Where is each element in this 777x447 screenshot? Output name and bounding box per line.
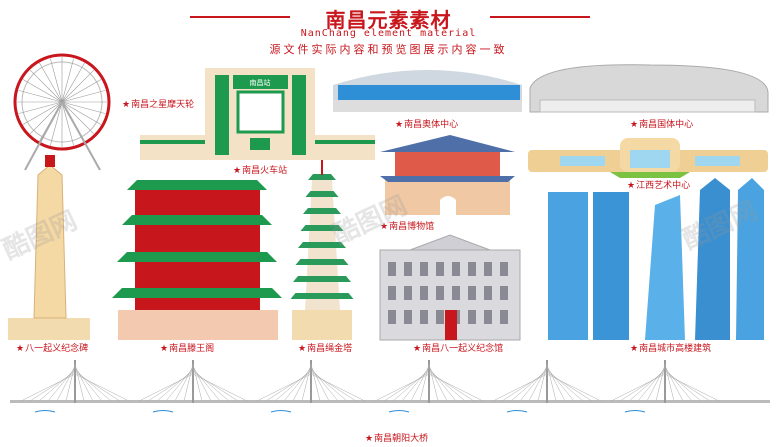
label-memorial-hall: ★南昌八一起义纪念馆: [413, 344, 504, 354]
ferris-wheel-illustration: [13, 53, 111, 171]
label-pagoda: ★南昌绳金塔: [298, 344, 353, 354]
skyscrapers-illustration: [548, 178, 764, 340]
label-train-station: ★南昌火车站: [233, 166, 288, 176]
label-art-center: ★江西艺术中心: [627, 181, 691, 191]
page-title: 南昌元素素材: [325, 8, 452, 32]
label-sports-center: ★南昌国体中心: [630, 120, 694, 130]
art-center-illustration: [528, 138, 768, 178]
label-bridge: ★南昌朝阳大桥: [365, 434, 429, 444]
olympic-center-illustration: [333, 70, 522, 112]
label-ferris-wheel: ★南昌之星摩天轮: [122, 100, 195, 110]
subtitle-cn: 源文件实际内容和预览图展示内容一致: [269, 43, 508, 56]
label-olympic-center: ★南昌奥体中心: [395, 120, 459, 130]
label-skyscrapers: ★南昌城市高楼建筑: [630, 344, 712, 354]
tengwang-pavilion-illustration: [112, 180, 282, 340]
chaoyang-bridge-illustration: [10, 360, 770, 413]
station-sign: 南昌站: [250, 78, 271, 87]
bayi-monument-illustration: [8, 155, 90, 340]
subtitle-en: NanChang element material: [300, 28, 477, 39]
museum-illustration: [380, 135, 515, 215]
bayi-memorial-hall-illustration: [379, 234, 521, 341]
title-rule-right: [490, 16, 590, 18]
shengjin-pagoda-illustration: [290, 160, 354, 340]
title-rule-left: [190, 16, 290, 18]
sports-stadium-illustration: [529, 64, 769, 113]
label-museum: ★南昌博物馆: [380, 222, 435, 232]
train-station-illustration: 南昌站: [140, 68, 375, 160]
label-tengwang: ★南昌滕王阁: [160, 344, 215, 354]
label-monument: ★八一起义纪念碑: [16, 344, 89, 354]
